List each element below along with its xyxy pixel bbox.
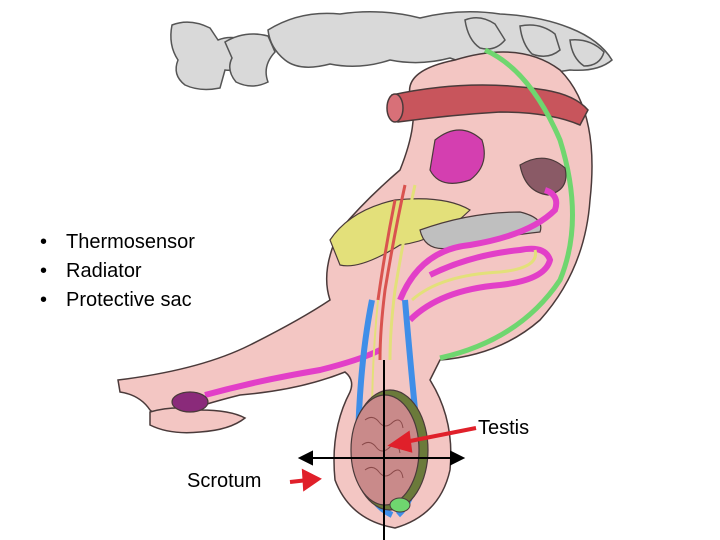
bullet-marker: • xyxy=(40,231,48,253)
bullet-text: Thermosensor xyxy=(66,231,195,253)
bullet-item: • Protective sac xyxy=(40,286,195,315)
bladder xyxy=(419,211,542,250)
bullet-item: • Thermosensor xyxy=(40,228,195,257)
bullet-marker: • xyxy=(40,260,48,282)
nerve xyxy=(439,47,575,361)
bullet-item: • Radiator xyxy=(40,257,195,286)
glans xyxy=(171,391,209,413)
testis-label: Testis xyxy=(478,417,530,439)
rectum xyxy=(386,84,589,126)
bullet-marker: • xyxy=(40,289,48,311)
function-bullet-list: • Thermosensor • Radiator • Protective sac xyxy=(40,228,195,315)
label-arrows xyxy=(289,426,477,492)
scrotum-label: Scrotum xyxy=(187,470,262,492)
bullet-text: Radiator xyxy=(66,260,142,282)
accessory-glands xyxy=(329,129,567,267)
bullet-text: Protective sac xyxy=(66,289,192,311)
measurement-cross xyxy=(297,360,466,540)
